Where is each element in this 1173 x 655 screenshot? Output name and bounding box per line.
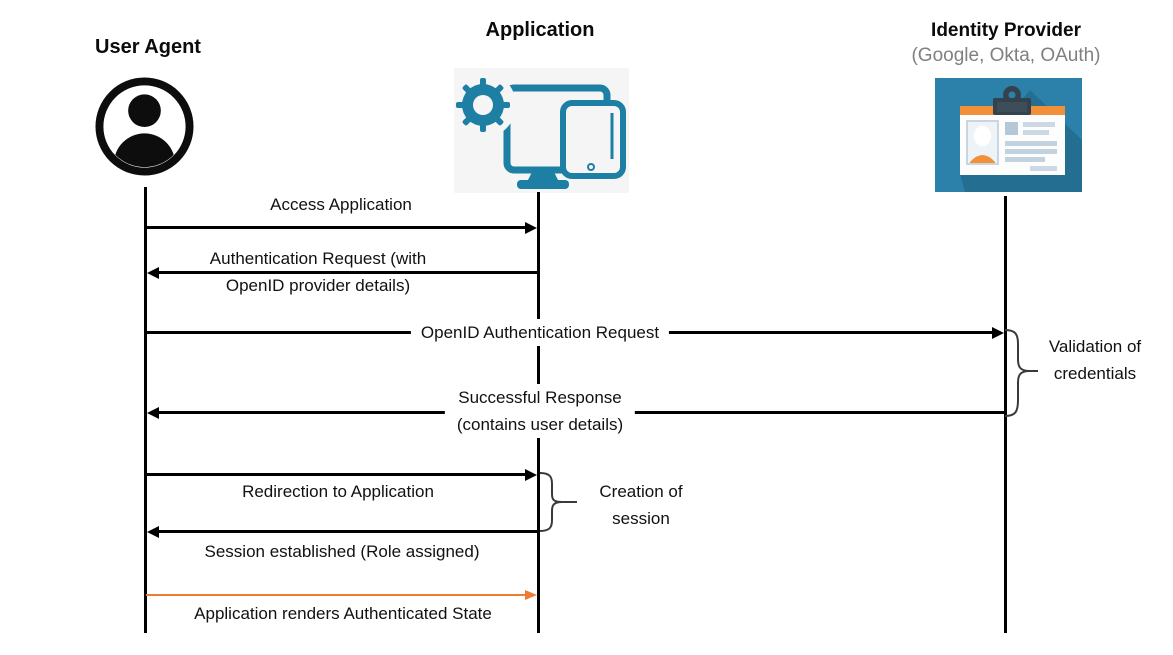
actor-title-user-agent: User Agent bbox=[95, 36, 201, 58]
validation-brace bbox=[1004, 327, 1044, 419]
lifeline-user-agent bbox=[144, 187, 147, 633]
actor-title-application: Application bbox=[485, 19, 595, 41]
message-label: Access Application bbox=[270, 195, 412, 214]
arrow-session-established bbox=[147, 525, 537, 538]
message-label: OpenID Authentication Request bbox=[410, 319, 670, 346]
annotation-validation-of-credentials: Validation of credentials bbox=[1048, 337, 1142, 383]
message-label: Successful Response (contains user detai… bbox=[444, 384, 636, 438]
message-label: Authentication Request (with OpenID prov… bbox=[209, 249, 427, 295]
arrow-access-application bbox=[146, 221, 537, 234]
message-label: Session established (Role assigned) bbox=[204, 542, 480, 561]
lifeline-identity-provider bbox=[1004, 196, 1007, 633]
person-circle-icon bbox=[95, 77, 194, 176]
gear-devices-icon bbox=[454, 68, 629, 193]
message-label: Application renders Authenticated State bbox=[194, 604, 492, 623]
actor-subtitle-identity-provider: (Google, Okta, OAuth) bbox=[911, 45, 1101, 66]
id-card-icon bbox=[935, 78, 1082, 192]
arrow-application-renders-authenticated-state bbox=[146, 590, 537, 600]
actor-title-identity-provider: Identity Provider bbox=[931, 20, 1081, 41]
annotation-creation-of-session: Creation of session bbox=[599, 482, 683, 528]
arrow-authentication-request bbox=[147, 266, 538, 279]
creation-brace bbox=[539, 470, 587, 534]
arrow-redirection-to-application bbox=[146, 468, 537, 481]
message-label: Redirection to Application bbox=[242, 482, 434, 501]
